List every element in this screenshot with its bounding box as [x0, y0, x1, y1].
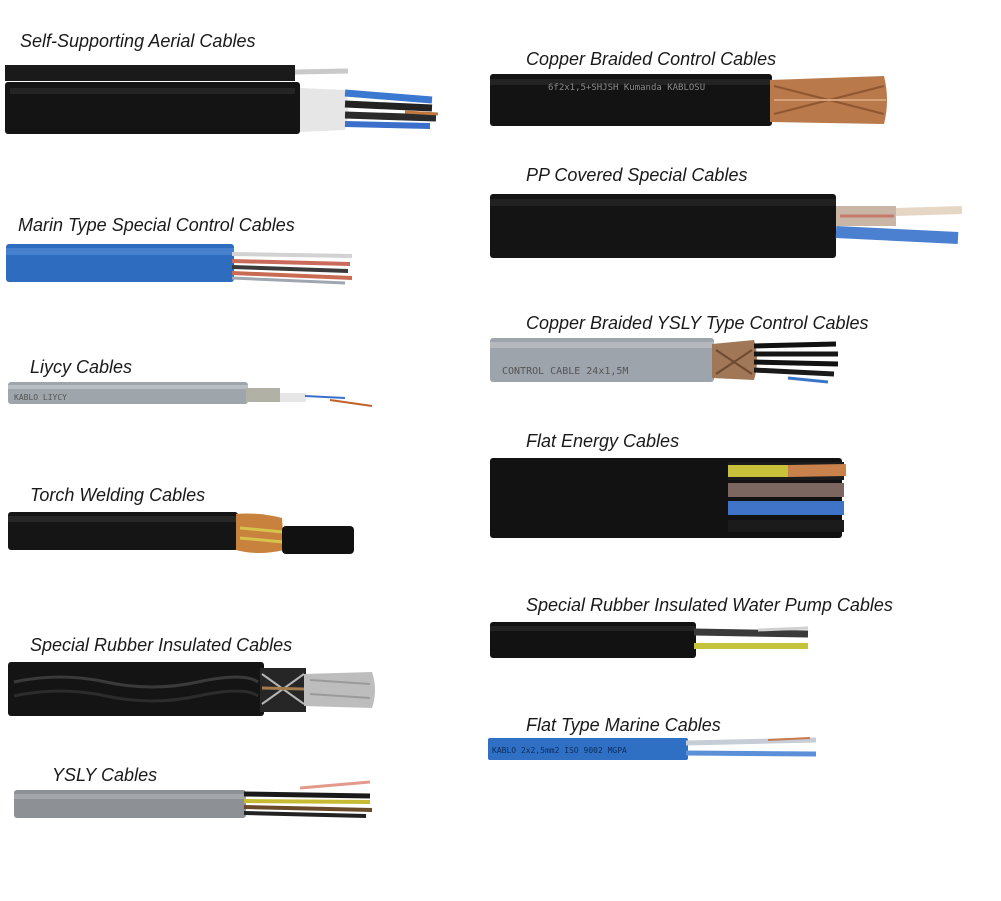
caption-marin-type-special-control: Marin Type Special Control Cables	[18, 215, 295, 235]
caption-special-rubber-water-pump: Special Rubber Insulated Water Pump Cabl…	[526, 595, 893, 615]
caption-flat-type-marine: Flat Type Marine Cables	[526, 715, 721, 735]
caption-ysly: YSLY Cables	[52, 765, 158, 785]
liycy-jacket-print: KABLO LIYCY	[14, 393, 67, 402]
copper-braided-control-cable-image: 6f2x1,5+SHJSH Kumanda KABLOSU	[490, 74, 887, 126]
flat-type-marine-cable-image: KABLO 2x2,5mm2 ISO 9002 MGPA	[488, 737, 817, 760]
copper-braided-jacket-print: 6f2x1,5+SHJSH Kumanda KABLOSU	[548, 83, 705, 93]
special-rubber-insulated-cable-image	[8, 662, 375, 716]
liycy-cable-image: KABLO LIYCY	[8, 382, 373, 407]
caption-self-supporting-aerial: Self-Supporting Aerial Cables	[20, 31, 256, 51]
caption-pp-covered-special: PP Covered Special Cables	[526, 165, 748, 185]
pp-covered-special-cable-image	[490, 194, 963, 258]
caption-torch-welding: Torch Welding Cables	[30, 485, 206, 505]
ysly-cable-image	[14, 780, 373, 818]
copper-braided-ysly-jacket-print: CONTROL CABLE 24x1,5M	[502, 366, 628, 377]
flat-energy-cable-image	[490, 458, 847, 538]
caption-special-rubber-insulated: Special Rubber Insulated Cables	[30, 635, 293, 655]
caption-liycy: Liycy Cables	[30, 357, 133, 377]
caption-flat-energy: Flat Energy Cables	[526, 431, 680, 451]
self-supporting-aerial-cable-image	[5, 65, 439, 134]
marin-type-control-cable-image	[6, 244, 353, 285]
water-pump-cable-image	[490, 622, 809, 658]
caption-copper-braided-control: Copper Braided Control Cables	[526, 49, 777, 69]
copper-braided-ysly-cable-image: CONTROL CABLE 24x1,5M	[490, 338, 839, 384]
torch-welding-cable-image	[8, 512, 354, 554]
caption-copper-braided-ysly-control: Copper Braided YSLY Type Control Cables	[526, 313, 869, 333]
flat-marine-jacket-print: KABLO 2x2,5mm2 ISO 9002 MGPA	[492, 746, 627, 755]
